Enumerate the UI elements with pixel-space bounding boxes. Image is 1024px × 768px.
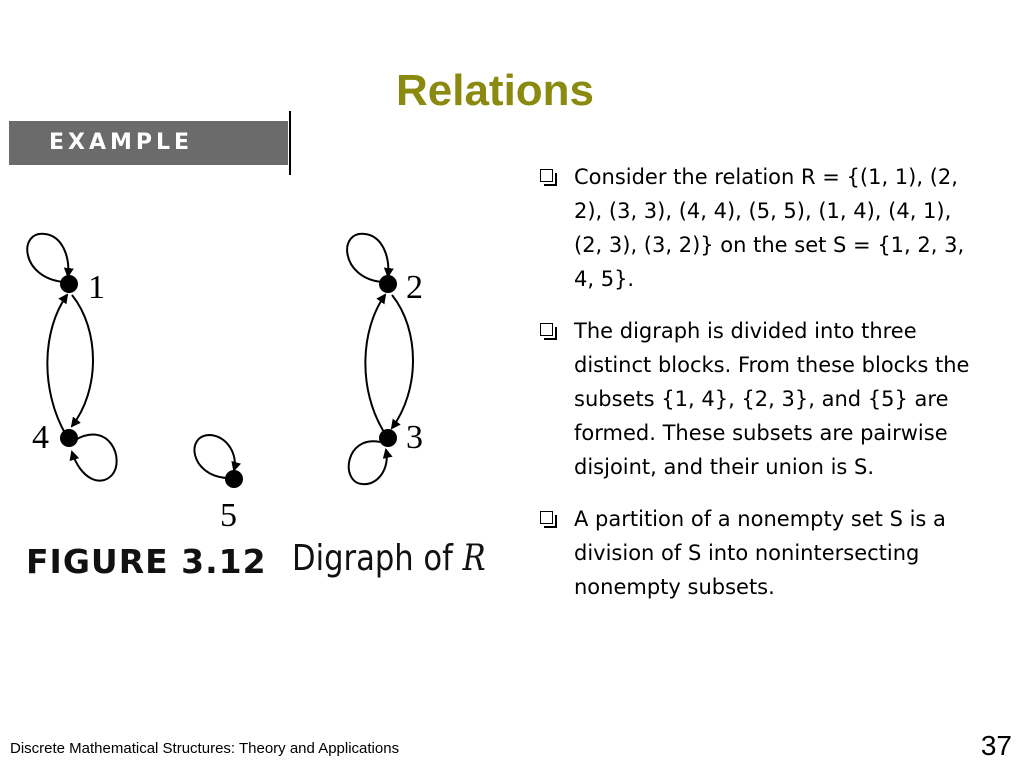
loop-edge-3-3 — [347, 440, 393, 486]
node-label-5: 5 — [220, 497, 237, 534]
edge-4-1 — [46, 293, 69, 436]
checkbox-bullet-icon — [540, 511, 557, 528]
loop-edge-1-1 — [26, 232, 74, 283]
bullet-list: Consider the relation R = {(1, 1), (2, 2… — [538, 160, 978, 622]
bullet-item: The digraph is divided into three distin… — [538, 314, 978, 484]
node-1 — [60, 275, 78, 293]
bullet-item: A partition of a nonempty set S is a div… — [538, 502, 978, 604]
node-2 — [379, 275, 397, 293]
bullet-item: Consider the relation R = {(1, 1), (2, 2… — [538, 160, 978, 296]
node-label-1: 1 — [88, 269, 105, 306]
page-number: 37 — [980, 730, 1012, 761]
figure-caption: Digraph of R — [292, 538, 486, 579]
slide-title: Relations — [395, 66, 595, 115]
figure-label: FIGURE 3.12 — [26, 542, 267, 581]
example-divider — [289, 111, 291, 175]
node-label-3: 3 — [406, 419, 423, 456]
example-label: EXAMPLE 3.1.36 — [9, 121, 288, 199]
node-label-4: 4 — [32, 419, 49, 456]
loop-edge-2-2 — [346, 232, 394, 283]
checkbox-bullet-icon — [540, 169, 557, 186]
digraph-figure: 1 2 3 4 5 — [26, 232, 423, 534]
figure-caption-text: Digraph of — [292, 538, 463, 579]
bullet-text: The digraph is divided into three distin… — [574, 319, 970, 479]
loop-edge-5-5 — [193, 433, 241, 479]
footer-text: Discrete Mathematical Structures: Theory… — [10, 740, 400, 757]
node-3 — [379, 429, 397, 447]
edge-2-3 — [390, 294, 414, 430]
node-4 — [60, 429, 78, 447]
node-label-2: 2 — [406, 269, 423, 306]
checkbox-bullet-icon — [540, 323, 557, 340]
bullet-text: A partition of a nonempty set S is a div… — [574, 507, 946, 599]
edge-1-4 — [70, 294, 94, 428]
edge-3-2 — [364, 293, 387, 433]
figure-caption-var: R — [462, 538, 486, 579]
bullet-text: Consider the relation R = {(1, 1), (2, 2… — [574, 165, 965, 291]
node-5 — [225, 470, 243, 488]
loop-edge-4-4 — [69, 433, 118, 482]
